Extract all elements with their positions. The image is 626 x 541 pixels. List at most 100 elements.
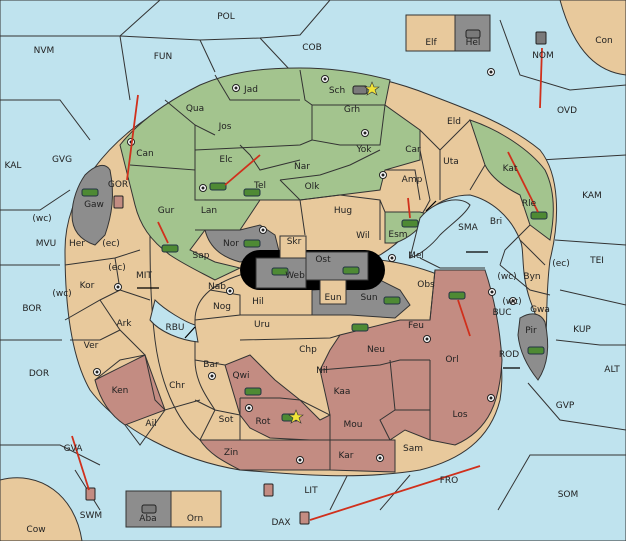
label-eun: Eun: [324, 293, 341, 303]
label-rle: Rle: [522, 199, 537, 209]
star-marker-icon: [364, 81, 380, 96]
label-aba: Aba: [139, 514, 156, 524]
label-car: Car: [405, 145, 421, 155]
territory-eun[interactable]: [319, 279, 347, 305]
label-sma: SMA: [458, 223, 478, 233]
supply-center-icon: [232, 84, 240, 92]
tank-unit-icon[interactable]: [161, 244, 179, 253]
fleet-unit-icon[interactable]: [465, 29, 481, 39]
star-marker-icon: [288, 409, 304, 424]
fleet-unit-icon[interactable]: [352, 85, 368, 95]
fleet-unit-icon[interactable]: [85, 487, 96, 501]
move-arrow: [157, 221, 169, 244]
tank-unit-icon[interactable]: [342, 266, 360, 275]
label-can: Can: [136, 149, 154, 159]
territory-gaw[interactable]: [71, 164, 113, 246]
territory-orn[interactable]: [170, 490, 222, 528]
supply-center-icon: [208, 372, 216, 380]
label-los: Los: [452, 410, 467, 420]
label-buc: BUC: [492, 308, 511, 318]
label-cow: Cow: [26, 525, 45, 535]
tank-unit-icon[interactable]: [243, 188, 261, 197]
tank-unit-icon[interactable]: [527, 346, 545, 355]
strait-arrow-sma-left: [425, 200, 437, 212]
territory-elf[interactable]: [405, 14, 456, 52]
tank-unit-icon[interactable]: [530, 211, 548, 220]
fleet-unit-icon[interactable]: [141, 504, 157, 514]
sea-sma[interactable]: [409, 199, 471, 259]
tank-unit-icon[interactable]: [383, 296, 401, 305]
label-sap: Sap: [193, 251, 210, 261]
label-pir: Pir: [525, 326, 537, 336]
label-sun: Sun: [360, 293, 377, 303]
territory-ost[interactable]: [305, 251, 369, 281]
label-jad: Jad: [243, 85, 258, 95]
label-gwa: Gwa: [530, 305, 550, 315]
move-arrow: [539, 47, 543, 109]
territory-ken[interactable]: [94, 354, 166, 426]
tank-unit-icon[interactable]: [271, 267, 289, 276]
tank-unit-icon[interactable]: [209, 182, 227, 191]
region-green-east[interactable]: [469, 119, 554, 241]
move-arrow: [407, 197, 411, 219]
supply-center-icon: [321, 75, 329, 83]
label-rbu: RBU: [165, 323, 184, 333]
label-eld: Eld: [447, 117, 461, 127]
tank-unit-icon[interactable]: [244, 387, 262, 396]
label-her: Her: [69, 239, 85, 249]
fleet-unit-icon[interactable]: [299, 511, 310, 525]
label-nog: Nog: [213, 302, 231, 312]
label-ec1: (ec): [102, 239, 120, 249]
label-ver: Ver: [84, 341, 99, 351]
tank-unit-icon[interactable]: [81, 188, 99, 197]
supply-centers: [93, 68, 517, 464]
region-red-south[interactable]: [224, 269, 503, 446]
label-sam: Sam: [403, 444, 423, 454]
label-orn: Orn: [187, 514, 203, 524]
supply-center-icon: [379, 171, 387, 179]
label-nar: Nar: [294, 162, 310, 172]
move-arrow: [507, 151, 539, 213]
region-green-north[interactable]: [119, 67, 421, 281]
supply-center-icon: [488, 288, 496, 296]
label-ovd: OVD: [557, 106, 577, 116]
supply-center-icon: [509, 297, 517, 305]
label-gvg: GVG: [52, 155, 72, 165]
label-ark: Ark: [116, 319, 132, 329]
move-arrow: [309, 465, 481, 521]
label-rot: Rot: [256, 417, 271, 427]
label-sot: Sot: [219, 415, 234, 425]
label-web: Web: [285, 271, 305, 281]
label-cob: COB: [302, 43, 322, 53]
label-chr: Chr: [169, 381, 185, 391]
label-gor: GOR: [108, 180, 128, 190]
territory-skr[interactable]: [279, 235, 307, 259]
move-arrow: [224, 154, 261, 186]
supply-center-icon: [245, 404, 253, 412]
fleet-unit-icon[interactable]: [113, 195, 124, 209]
territory-kar[interactable]: [329, 439, 396, 473]
label-ec2: (ec): [108, 263, 126, 273]
label-gaw: Gaw: [84, 200, 104, 210]
sea-rbu[interactable]: [149, 299, 199, 343]
tank-unit-icon[interactable]: [448, 291, 466, 300]
tank-unit-icon[interactable]: [351, 323, 369, 332]
label-sch: Sch: [329, 86, 345, 96]
label-bar: Bar: [203, 360, 219, 370]
label-qwi: Qwi: [233, 371, 250, 381]
label-dor: DOR: [29, 369, 49, 379]
tank-unit-icon[interactable]: [243, 239, 261, 248]
fleet-unit-icon[interactable]: [535, 31, 547, 45]
label-wil: Wil: [356, 231, 370, 241]
label-qua: Qua: [186, 104, 204, 114]
label-byn: Byn: [523, 272, 540, 282]
label-mvu: MVU: [36, 239, 57, 249]
tank-unit-icon[interactable]: [401, 219, 419, 228]
label-bor: BOR: [22, 304, 41, 314]
label-wc4: (wc): [502, 297, 521, 307]
fleet-unit-icon[interactable]: [263, 483, 274, 497]
label-dax: DAX: [271, 518, 290, 528]
supply-center-icon: [226, 287, 234, 295]
label-orl: Orl: [445, 355, 458, 365]
